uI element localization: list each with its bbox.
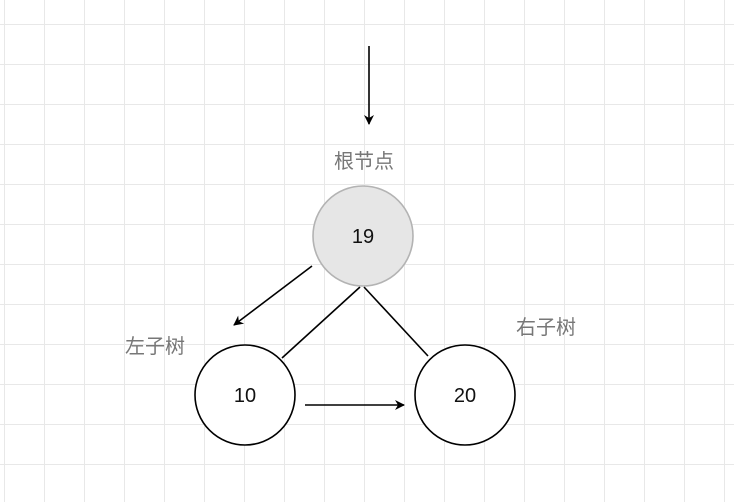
- edge-root-right: [363, 286, 429, 357]
- root-node-circle: [312, 185, 414, 287]
- right-node: 20: [414, 344, 516, 446]
- root-node-value: 19: [352, 226, 374, 248]
- root-node: 19: [312, 185, 414, 287]
- right-subtree-caption: 右子树: [516, 315, 576, 339]
- left-node: 10: [194, 344, 296, 446]
- right-node-value: 20: [454, 385, 476, 407]
- left-subtree-arrow: [233, 265, 313, 326]
- left-node-circle: [194, 344, 296, 446]
- edge-root-left: [281, 286, 361, 359]
- right-node-circle: [414, 344, 516, 446]
- left-node-value: 10: [234, 385, 256, 407]
- left-subtree-caption: 左子树: [125, 334, 185, 358]
- root-caption: 根节点: [334, 149, 394, 173]
